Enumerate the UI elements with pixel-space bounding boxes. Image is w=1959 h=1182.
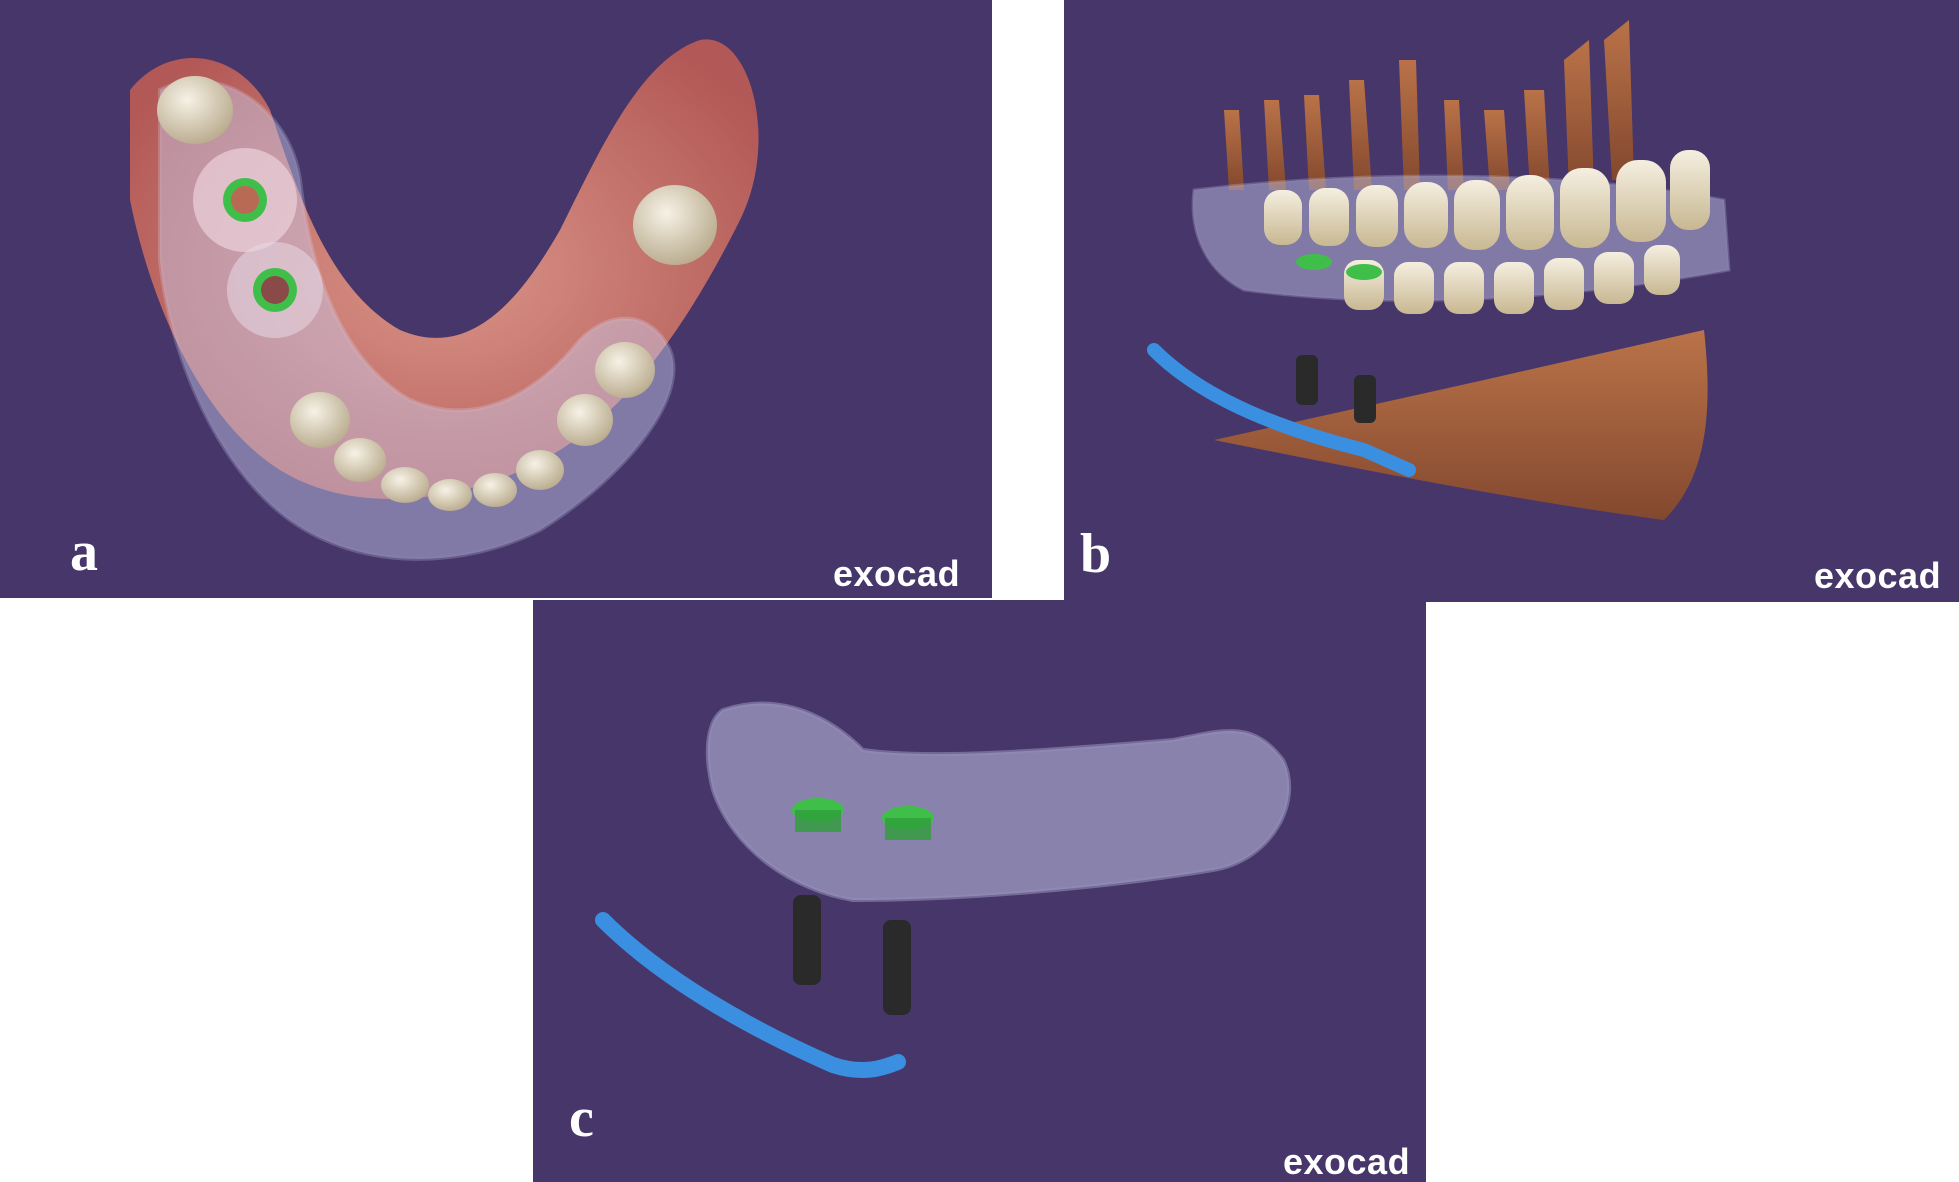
- panel-a-viewport: a exocad: [0, 0, 992, 598]
- panel-b-label: b: [1080, 523, 1112, 585]
- sleeves: [1296, 254, 1382, 280]
- nerve-canal: [595, 912, 906, 1078]
- mandible-bone: [1214, 330, 1708, 520]
- implants: [1296, 355, 1376, 423]
- guide-isolated-render: [595, 701, 1292, 1078]
- panel-a-label: a: [70, 521, 98, 583]
- exocad-logo: exocad: [1814, 555, 1942, 596]
- panel-c-viewport: c exocad: [533, 600, 1426, 1182]
- panel-c-label: c: [569, 1087, 594, 1149]
- lower-teeth: [1344, 245, 1680, 314]
- upper-roots: [1224, 20, 1634, 190]
- jaw-occlusal-render: [130, 39, 759, 561]
- sleeve-2: [227, 242, 323, 338]
- nerve-canal: [1147, 343, 1416, 477]
- panel-b-viewport: b exocad: [1064, 0, 1959, 602]
- surgical-guide: [705, 701, 1292, 903]
- exocad-logo: exocad: [833, 553, 961, 594]
- sleeves: [792, 798, 934, 840]
- exocad-logo: exocad: [1283, 1141, 1411, 1182]
- upper-teeth: [1264, 150, 1710, 250]
- jaw-lateral-render: [1147, 20, 1731, 520]
- teeth-row: [157, 76, 717, 511]
- sleeve-1: [193, 148, 297, 252]
- implants: [793, 895, 911, 1015]
